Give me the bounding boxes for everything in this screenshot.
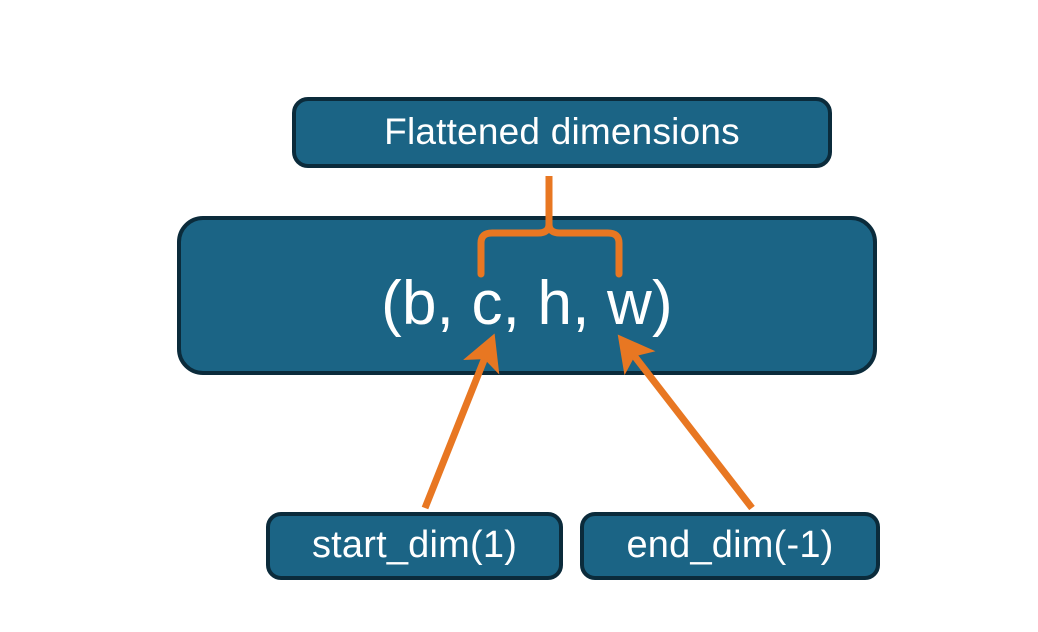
node-start-dim-label: start_dim(1): [311, 524, 518, 567]
node-flattened-dimensions[interactable]: Flattened dimensions: [292, 97, 832, 168]
node-tensor-shape[interactable]: (b, c, h, w): [177, 216, 877, 375]
node-end-dim-label: end_dim(-1): [626, 524, 834, 567]
node-start-dim[interactable]: start_dim(1): [266, 512, 563, 580]
node-end-dim[interactable]: end_dim(-1): [580, 512, 880, 580]
node-tensor-shape-label: (b, c, h, w): [381, 268, 673, 338]
node-flattened-dimensions-label: Flattened dimensions: [384, 111, 740, 153]
